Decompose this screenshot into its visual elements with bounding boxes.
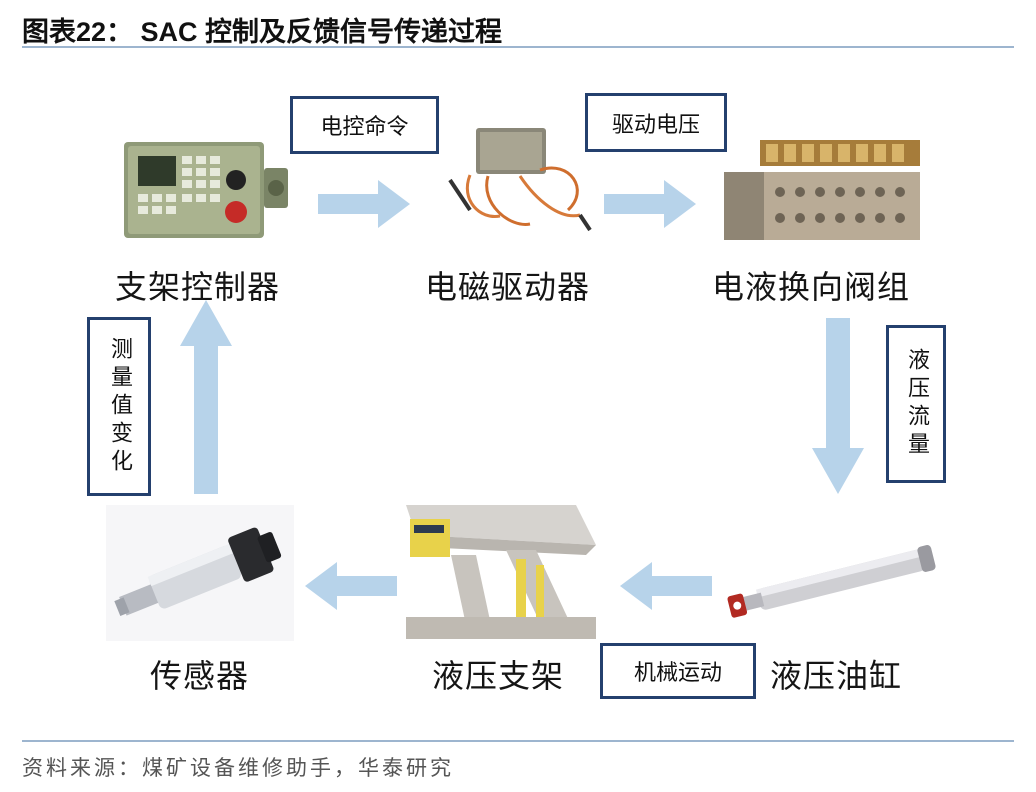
arrow-sensor-to-controller (180, 300, 232, 494)
figure-source: 资料来源：煤矿设备维修助手，华泰研究 (22, 756, 454, 780)
valve-image (724, 140, 920, 240)
arrow-controller-to-driver (318, 180, 410, 228)
arrow-support-to-sensor (305, 562, 397, 610)
footer-rule (22, 740, 1014, 742)
node-label-support: 液压支架 (432, 657, 565, 695)
node-label-valve: 电液换向阀组 (712, 268, 911, 306)
node-label-controller: 支架控制器 (115, 268, 281, 306)
edge-label-drive-voltage: 驱动电压 (585, 93, 727, 152)
edge-label-control-command: 电控命令 (290, 96, 439, 154)
title-rule (22, 46, 1014, 48)
controller-image (124, 142, 288, 238)
edge-label-hydraulic-flow: 液压流量 (886, 325, 946, 483)
edge-label-measured-change: 测量值变化 (87, 317, 151, 496)
node-label-cylinder: 液压油缸 (770, 657, 903, 695)
sensor-image (106, 505, 294, 641)
arrow-cylinder-to-support (620, 562, 712, 610)
edge-label-mechanical-motion: 机械运动 (600, 643, 756, 699)
figure-title: 图表22： SAC 控制及反馈信号传递过程 (22, 17, 503, 47)
arrow-driver-to-valve (604, 180, 696, 228)
driver-image (448, 128, 592, 232)
cylinder-image (727, 545, 936, 618)
arrow-valve-to-cylinder (812, 318, 864, 494)
node-label-driver: 电磁驱动器 (425, 268, 591, 306)
node-label-sensor: 传感器 (150, 657, 250, 695)
support-image (406, 505, 596, 639)
